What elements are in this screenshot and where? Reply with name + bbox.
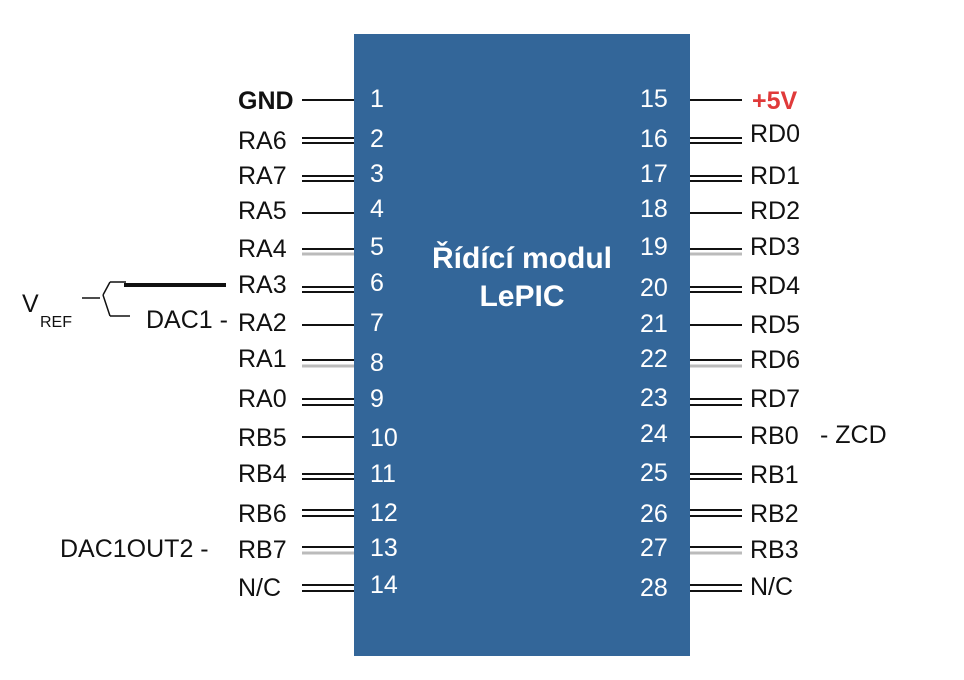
pin-number: 16: [640, 125, 668, 153]
pin-label: RD3: [750, 233, 800, 261]
left-pin-14: N/C 14: [238, 571, 398, 602]
pin-number: 4: [370, 195, 384, 223]
right-pin-16: RD0 16: [640, 120, 800, 153]
pin-number: 18: [640, 195, 668, 223]
pin-label: N/C: [238, 574, 281, 602]
pin-number: 15: [640, 85, 668, 113]
pin-number: 21: [640, 310, 668, 338]
module-title-line1: Řídící modul: [432, 241, 612, 275]
pin-number: 11: [370, 460, 396, 488]
right-pin-18: RD2 18: [640, 195, 800, 225]
left-pin-6: RA3 6: [238, 269, 384, 299]
pin-label: RB6: [238, 500, 287, 528]
right-pin-20: RD4 20: [640, 272, 800, 302]
pin-number: 19: [640, 233, 668, 261]
pin-label: RA6: [238, 127, 287, 155]
right-pin-24: RB0 - ZCD 24: [640, 420, 887, 450]
vref-label: V: [22, 290, 39, 318]
module-body: [354, 34, 690, 656]
pin-label: RA0: [238, 385, 287, 413]
pin-label: RD2: [750, 197, 800, 225]
left-pin-10: RB5 10: [238, 424, 398, 452]
pin-number: 14: [370, 571, 398, 599]
pin-number: 10: [370, 424, 398, 452]
left-pin-9: RA0 9: [238, 385, 384, 413]
left-pin-13: RB7 13: [238, 534, 398, 564]
pin-label-power: +5V: [752, 87, 798, 115]
pin-number: 5: [370, 233, 384, 261]
right-pin-28: N/C 28: [640, 573, 793, 602]
pin-label: RB3: [750, 536, 799, 564]
module-title-line2: LePIC: [479, 280, 564, 313]
pin-label: RA1: [238, 345, 287, 373]
pin-number: 20: [640, 274, 668, 302]
pin-number: 22: [640, 345, 668, 373]
vref-connection: V REF: [22, 281, 226, 331]
left-pin-5: RA4 5: [238, 233, 384, 263]
pin-label: RB5: [238, 424, 287, 452]
pin-label: RD4: [750, 272, 800, 300]
dac1-label: DAC1 -: [146, 306, 228, 334]
pin-number: 8: [370, 349, 384, 377]
pin-label: RB7: [238, 536, 287, 564]
pin-label: RD0: [750, 120, 800, 148]
left-pin-2: RA6 2: [238, 125, 384, 155]
pin-number: 26: [640, 500, 668, 528]
pin-number: 25: [640, 459, 668, 487]
right-pin-21: RD5 21: [640, 310, 800, 339]
pin-number: 12: [370, 499, 398, 527]
pin-number: 27: [640, 534, 668, 562]
pin-label: RD7: [750, 385, 800, 413]
pin-label: N/C: [750, 573, 793, 601]
pin-number: 28: [640, 574, 668, 602]
left-pin-1: GND 1: [238, 85, 384, 115]
right-pin-27: RB3 27: [640, 534, 799, 564]
pin-number: 7: [370, 309, 384, 337]
pin-label: RB1: [750, 461, 799, 489]
left-pin-12: RB6 12: [238, 499, 398, 528]
right-pin-26: RB2 26: [640, 500, 799, 528]
vref-wire: [102, 294, 111, 317]
pin-number: 6: [370, 269, 384, 297]
pin-label: RA5: [238, 197, 287, 225]
zcd-label: - ZCD: [820, 421, 887, 449]
pin-label: RA7: [238, 162, 287, 190]
pin-label: RA3: [238, 271, 287, 299]
left-pin-11: RB4 11: [238, 460, 396, 488]
left-pin-3: RA7 3: [238, 160, 384, 190]
pin-number: 17: [640, 160, 668, 188]
left-pin-8: RA1 8: [238, 345, 384, 377]
pin-label-gnd: GND: [238, 87, 294, 115]
pin-number: 13: [370, 534, 398, 562]
left-pin-7: RA2 7: [238, 309, 384, 337]
left-pin-4: RA5 4: [238, 195, 384, 225]
right-pin-22: RD6 22: [640, 345, 800, 374]
pin-label: RB0: [750, 422, 799, 450]
right-pin-25: RB1 25: [640, 459, 799, 489]
vref-wire: [102, 281, 111, 296]
pin-number: 24: [640, 420, 668, 448]
pin-label: RB4: [238, 460, 287, 488]
vref-subscript: REF: [40, 314, 72, 331]
pin-number: 1: [370, 85, 384, 113]
right-pin-23: RD7 23: [640, 384, 800, 413]
dac1out2-label: DAC1OUT2 -: [60, 535, 209, 563]
pin-label: RD6: [750, 346, 800, 374]
pin-number: 9: [370, 385, 384, 413]
pin-label: RD1: [750, 162, 800, 190]
pin-number: 3: [370, 160, 384, 188]
pin-number: 23: [640, 384, 668, 412]
pin-label: RB2: [750, 500, 799, 528]
pin-number: 2: [370, 125, 384, 153]
right-pin-19: RD3 19: [640, 233, 800, 261]
pin-label: RA4: [238, 235, 287, 263]
right-pin-15: +5V 15: [640, 85, 798, 115]
pin-label: RA2: [238, 309, 287, 337]
right-pin-17: RD1 17: [640, 160, 800, 190]
pin-label: RD5: [750, 311, 800, 339]
